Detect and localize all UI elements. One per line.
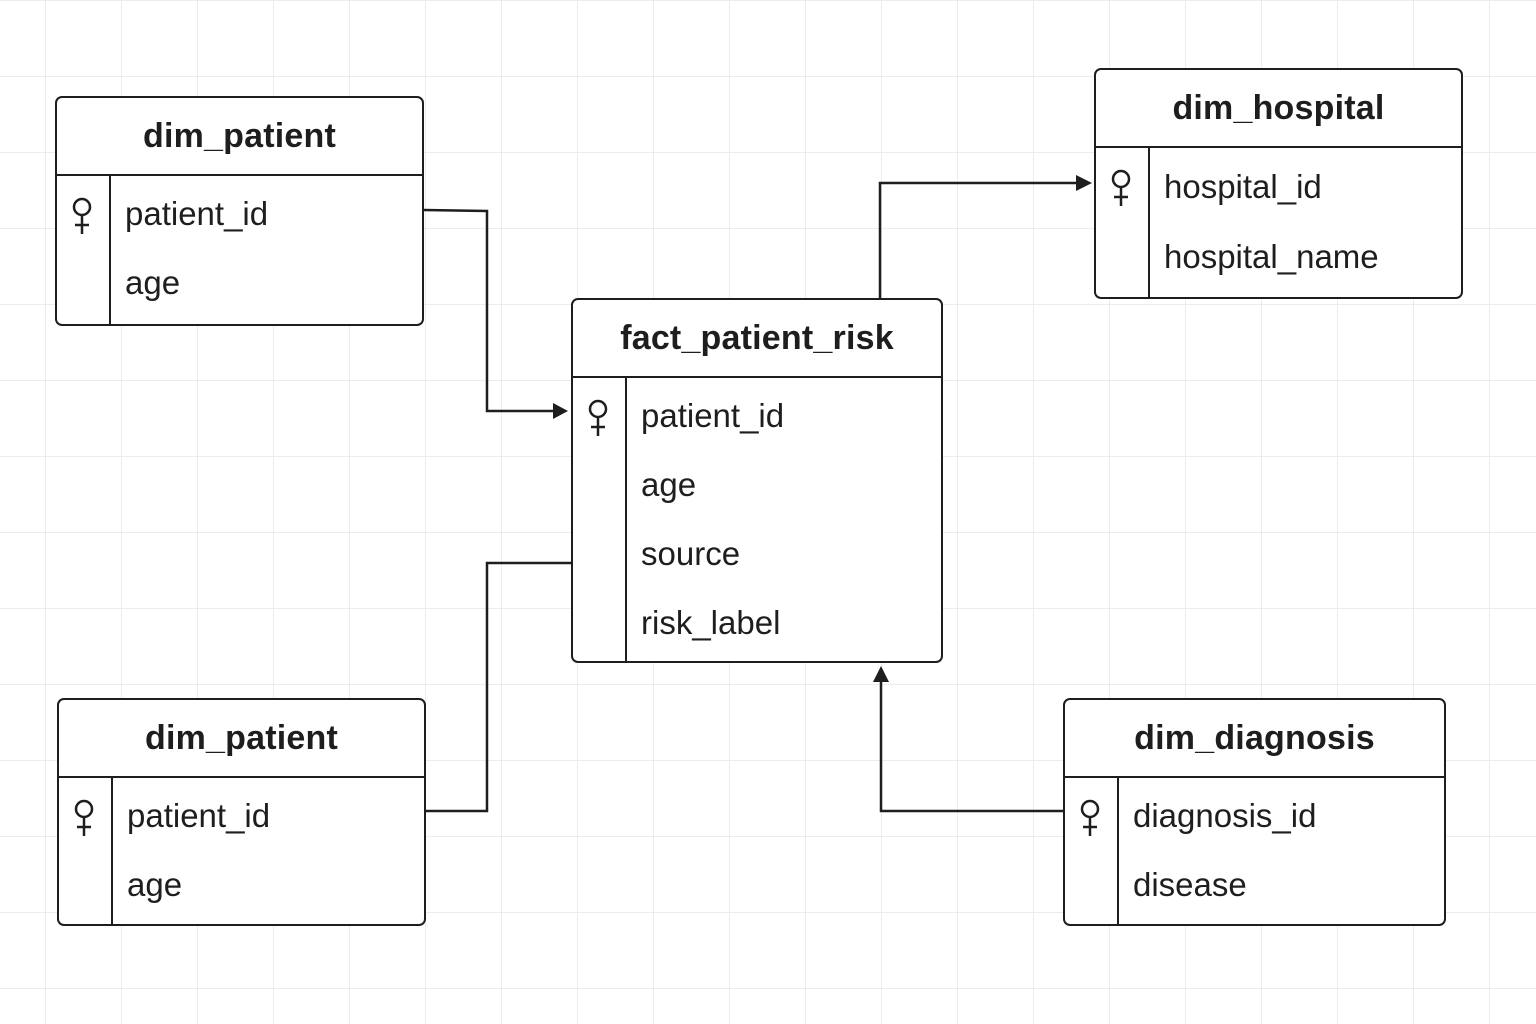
field-patient-id: patient_id [127,797,271,834]
arrowhead-into-fact-left [553,403,568,419]
key-column [59,778,113,925]
entity-fields: patient_id age [57,176,422,325]
field-disease: disease [1133,866,1247,903]
entity-fields: diagnosis_id disease [1065,778,1444,925]
field-source: source [641,535,741,572]
field-risk-label: risk_label [641,604,781,641]
field-age: age [641,466,697,503]
arrowhead-into-fact-bottom [873,666,889,682]
field-hospital-id: hospital_id [1164,168,1322,205]
entity-fields: hospital_id hospital_name [1096,148,1461,298]
entity-title: dim_diagnosis [1065,700,1444,778]
entity-title: dim_hospital [1096,70,1461,148]
entity-dim-hospital[interactable]: dim_hospital hospital_id hospital_name [1094,68,1463,299]
key-icon [1080,799,1100,836]
entity-title: dim_patient [57,98,422,176]
key-icon [588,399,608,436]
entity-title: dim_patient [59,700,424,778]
connector-dim-diagnosis-to-fact [879,680,1063,813]
field-patient-id: patient_id [641,397,785,434]
field-age: age [127,866,183,903]
connector-fact-to-dim-hospital [878,181,1080,298]
entity-dim-diagnosis[interactable]: dim_diagnosis diagnosis_id disease [1063,698,1446,926]
field-age: age [125,264,181,301]
connector-dim-patient-bottom-to-fact [426,561,571,813]
entity-dim-patient-bottom[interactable]: dim_patient patient_id age [57,698,426,926]
entity-fields: patient_id age [59,778,424,925]
connector-dim-patient-top-to-fact [423,208,557,413]
arrowhead-into-dim-hospital [1076,175,1092,191]
entity-dim-patient-top[interactable]: dim_patient patient_id age [55,96,424,326]
field-hospital-name: hospital_name [1164,238,1379,275]
key-icon [1111,169,1131,206]
key-column [1096,148,1150,298]
entity-fact-patient-risk[interactable]: fact_patient_risk patient_id age source … [571,298,943,663]
entity-title: fact_patient_risk [573,300,941,378]
key-column [57,176,111,325]
key-column [1065,778,1119,925]
field-diagnosis-id: diagnosis_id [1133,797,1317,834]
key-icon [74,799,94,836]
entity-fields: patient_id age source risk_label [573,378,941,662]
key-icon [72,197,92,234]
field-patient-id: patient_id [125,195,269,232]
key-column [573,378,627,662]
